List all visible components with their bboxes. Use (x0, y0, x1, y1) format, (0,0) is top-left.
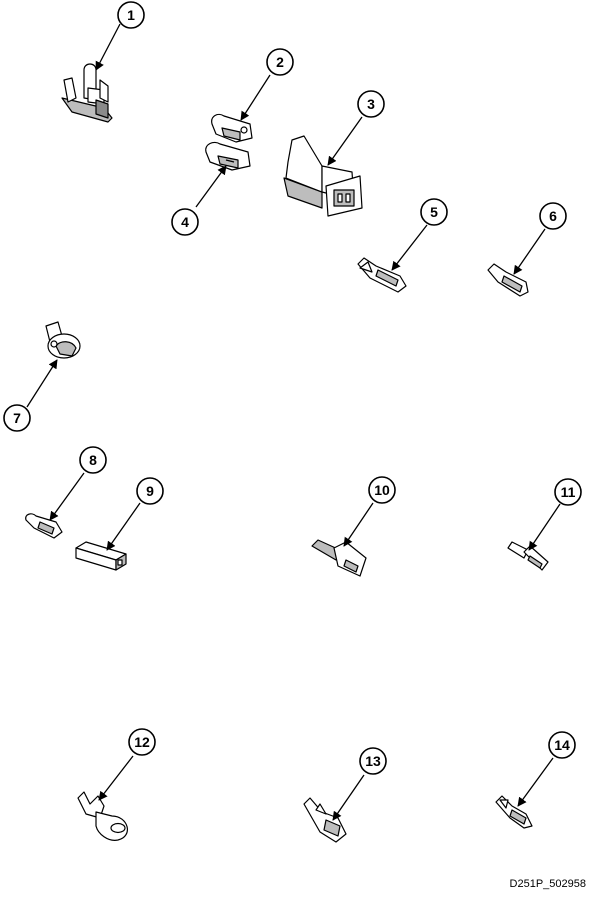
part-14-illustration (495, 795, 533, 829)
callout-1-label: 1 (127, 7, 135, 23)
leader-lines (26, 23, 561, 821)
callout-9: 9 (136, 477, 164, 505)
leader-10 (343, 502, 374, 547)
callout-14-label: 14 (554, 737, 570, 753)
leader-12 (98, 755, 134, 801)
leader-5 (391, 224, 428, 271)
callout-8-label: 8 (89, 452, 97, 468)
callout-10-label: 10 (374, 482, 390, 498)
callout-8: 8 (79, 446, 107, 474)
part-6-illustration (487, 263, 529, 297)
callout-11-label: 11 (561, 484, 576, 500)
callout-7: 7 (3, 404, 31, 432)
part-7-illustration (45, 321, 81, 359)
callout-6-label: 6 (549, 208, 557, 224)
leader-3 (327, 116, 363, 166)
callout-14: 14 (548, 731, 576, 759)
part-10-illustration (311, 539, 367, 577)
callout-9-label: 9 (146, 483, 154, 499)
callout-11: 11 (554, 478, 582, 506)
part-2-illustration (211, 113, 253, 143)
leader-13 (332, 774, 365, 821)
leader-4 (195, 165, 227, 208)
callout-5: 5 (420, 198, 448, 226)
leader-9 (106, 502, 141, 551)
part-5-illustration (357, 257, 407, 293)
leader-7 (26, 359, 58, 408)
part-3-illustration (283, 135, 363, 217)
callout-6: 6 (539, 202, 567, 230)
callout-4-label: 4 (181, 214, 189, 230)
leader-2 (240, 74, 271, 121)
callout-5-label: 5 (430, 204, 438, 220)
callout-3-label: 3 (367, 96, 375, 112)
leader-14 (517, 757, 554, 807)
callout-2: 2 (266, 48, 294, 76)
callout-4: 4 (171, 208, 199, 236)
callout-12-label: 12 (134, 734, 150, 750)
callout-1: 1 (117, 1, 145, 29)
part-11-illustration (507, 541, 549, 571)
leader-1 (95, 23, 121, 71)
part-1-illustration (61, 63, 113, 123)
leader-6 (513, 228, 546, 275)
part-12-illustration (77, 791, 128, 841)
callout-2-label: 2 (276, 54, 284, 70)
part-9-illustration (75, 541, 127, 571)
callout-13: 13 (359, 747, 387, 775)
figure-code: D251P_502958 (509, 878, 586, 890)
part-8-illustration (25, 513, 63, 539)
callout-10: 10 (368, 476, 396, 504)
callout-7-label: 7 (13, 410, 21, 426)
leader-8 (49, 472, 85, 521)
callout-3: 3 (357, 90, 385, 118)
leader-11 (528, 503, 561, 551)
callout-12: 12 (128, 728, 156, 756)
part-13-illustration (303, 797, 347, 843)
callout-13-label: 13 (365, 753, 381, 769)
part-4-illustration (205, 141, 251, 171)
